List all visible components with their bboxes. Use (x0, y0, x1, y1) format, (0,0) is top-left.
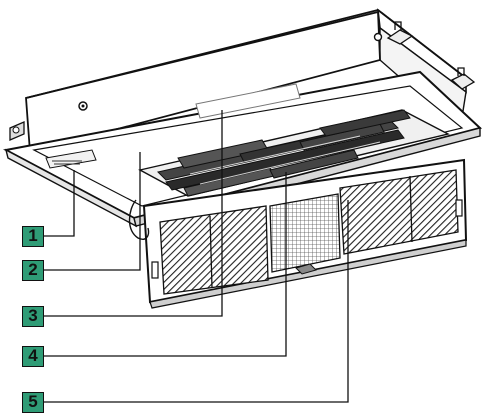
center-grille (269, 193, 341, 273)
callout-leaders (44, 110, 349, 403)
callout-4-badge: 4 (22, 346, 44, 367)
callout-2-badge: 2 (22, 260, 44, 281)
callout-5-badge: 5 (22, 392, 44, 413)
callout-3-badge: 3 (22, 306, 44, 327)
leader-1 (44, 170, 75, 237)
air-filter-right (339, 169, 459, 255)
leader-3 (44, 110, 223, 317)
louvers (157, 109, 411, 197)
leader-2 (44, 152, 141, 271)
unit-box-front (25, 10, 381, 154)
air-filter-left (159, 205, 269, 295)
leader-4 (44, 172, 287, 357)
drain-cord (128, 199, 150, 240)
callout-1-badge: 1 (22, 226, 44, 247)
leader-5 (44, 200, 349, 403)
